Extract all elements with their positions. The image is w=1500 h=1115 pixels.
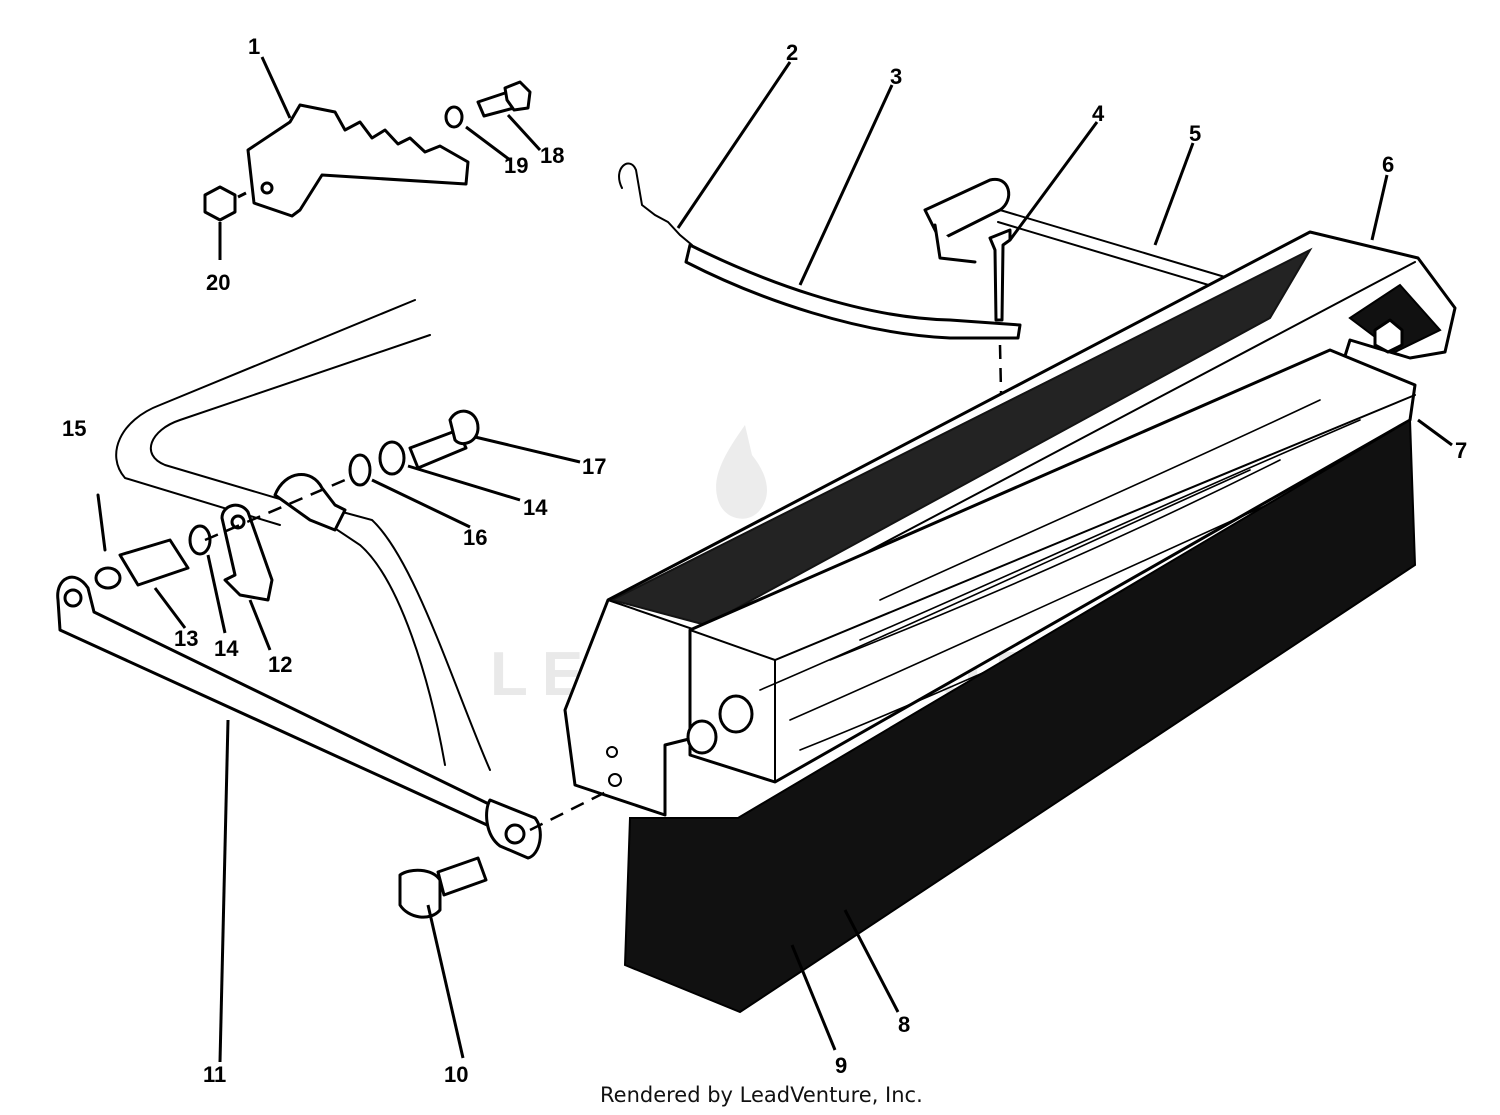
part-12-bracket bbox=[220, 503, 274, 602]
callout-17: 17 bbox=[582, 454, 606, 479]
part-18-bolt bbox=[476, 80, 532, 118]
flame-icon bbox=[716, 425, 767, 519]
callout-8: 8 bbox=[898, 1012, 910, 1037]
callout-11: 11 bbox=[203, 1062, 226, 1087]
part-4-screw bbox=[988, 228, 1012, 322]
part-3-spring bbox=[684, 243, 1022, 340]
callout-3: 3 bbox=[890, 64, 902, 89]
callout-13: 13 bbox=[174, 626, 198, 651]
callout-10: 10 bbox=[444, 1062, 468, 1087]
part-19-washer bbox=[444, 105, 464, 129]
callout-18: 18 bbox=[540, 143, 564, 168]
callout-19: 19 bbox=[504, 153, 528, 178]
part-9-bolts bbox=[686, 694, 754, 755]
part-10-bolt bbox=[398, 856, 488, 919]
callout-4: 4 bbox=[1092, 101, 1105, 126]
callout-1: 1 bbox=[248, 34, 260, 59]
part-7-wood-block bbox=[688, 348, 1417, 784]
frame-clamp bbox=[273, 472, 347, 532]
callout-7: 7 bbox=[1455, 438, 1467, 463]
centerline-10 bbox=[529, 788, 611, 832]
part-16-washer bbox=[348, 453, 372, 487]
part-20-nut bbox=[203, 185, 237, 222]
frame-tube bbox=[115, 299, 491, 771]
callout-labels: 1 2 3 4 5 6 7 8 9 10 11 12 13 14 14 14 1… bbox=[62, 34, 1467, 1087]
callout-14-mid: 14 bbox=[523, 495, 548, 520]
callout-20: 20 bbox=[206, 270, 230, 295]
part-5-rod bbox=[923, 177, 1236, 293]
centerline-12 bbox=[204, 478, 346, 542]
part-8-brush bbox=[623, 418, 1417, 1014]
callout-9: 9 bbox=[835, 1053, 847, 1078]
callout-14-left: 14 bbox=[214, 636, 239, 661]
part-14-washer-mid bbox=[378, 440, 406, 476]
part-11-pivot-bar bbox=[56, 575, 542, 860]
part-14-washer-left bbox=[188, 524, 212, 556]
part-2-chain bbox=[618, 162, 693, 246]
callout-15: 15 bbox=[62, 416, 86, 441]
part-15-pin bbox=[96, 493, 107, 552]
part-13-spacer bbox=[94, 538, 190, 590]
part-1-adjust-plate bbox=[246, 103, 470, 218]
leader-lines bbox=[153, 56, 1453, 1063]
callout-6: 6 bbox=[1382, 152, 1394, 177]
callout-12: 12 bbox=[268, 652, 292, 677]
part-17-bolt bbox=[408, 409, 480, 470]
credit-text: Rendered by LeadVenture, Inc. bbox=[600, 1083, 923, 1107]
callout-16: 16 bbox=[463, 525, 487, 550]
callout-5: 5 bbox=[1189, 121, 1201, 146]
callout-2: 2 bbox=[786, 40, 798, 65]
